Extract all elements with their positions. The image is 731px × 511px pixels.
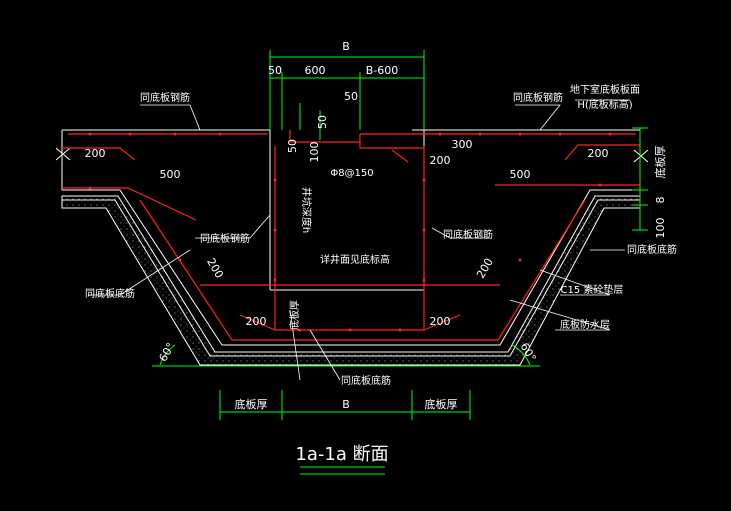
dimension-text: B 50 600 B-600 50 50 100 50 底板厚 8 100 底板… bbox=[235, 40, 668, 411]
len-200-tr: 200 bbox=[588, 147, 609, 160]
label-slab-h: H(底板标高) bbox=[577, 98, 632, 111]
leader-lines bbox=[88, 99, 630, 381]
dim-50-side: 50 bbox=[286, 139, 299, 153]
len-200-bl: 200 bbox=[246, 315, 267, 328]
dim-right-8: 8 bbox=[654, 197, 667, 204]
label-top-rebar-left: 同底板钢筋 bbox=[140, 91, 190, 104]
dim-600: 600 bbox=[305, 64, 326, 77]
dimension-lines bbox=[152, 50, 648, 475]
dim-b-minus-600: B-600 bbox=[366, 64, 399, 77]
len-200-inner: 200 bbox=[430, 154, 451, 167]
label-bottom-rebar-right: 同底板底筋 bbox=[627, 243, 677, 256]
bar-lengths: 200 500 200 500 300 200 200 200 200 200 … bbox=[85, 138, 609, 364]
label-bottom-rebar-left: 同底板底筋 bbox=[85, 287, 135, 300]
dim-bottom-right: 底板厚 bbox=[425, 397, 458, 411]
dim-50-right: 50 bbox=[316, 115, 329, 129]
labels: Φ8@150 同底板钢筋 同底板钢筋 地下室底板板面 H(底板标高) 同底板钢筋… bbox=[85, 83, 677, 387]
dim-bottom-left: 底板厚 bbox=[235, 397, 268, 411]
len-500-l: 500 bbox=[160, 168, 181, 181]
angle-left: 60° bbox=[156, 341, 177, 364]
label-pit-bottom-level: 详井面见底标高 bbox=[320, 253, 390, 266]
dim-bottom-b: B bbox=[342, 398, 350, 411]
label-cushion: C15 素砼垫层 bbox=[561, 283, 624, 296]
label-top-rebar-right: 同底板钢筋 bbox=[513, 91, 563, 104]
len-500-r: 500 bbox=[510, 168, 531, 181]
label-side-rebar-left: 同底板钢筋 bbox=[200, 232, 250, 245]
rebar-lines bbox=[62, 130, 640, 341]
dim-right-thk: 底板厚 bbox=[653, 146, 667, 179]
label-slab-top: 地下室底板板面 bbox=[570, 83, 640, 96]
label-waterproof: 底板防水层 bbox=[560, 318, 610, 331]
label-tie-bar: Φ8@150 bbox=[330, 168, 373, 179]
len-200-br: 200 bbox=[430, 315, 451, 328]
rebar-dots bbox=[88, 132, 612, 332]
len-200-sr: 200 bbox=[474, 256, 496, 281]
dim-50-upper: 50 bbox=[344, 90, 358, 103]
label-slab-thk-center: 底板厚 bbox=[288, 300, 301, 330]
len-200-sl: 200 bbox=[204, 256, 226, 281]
len-200-tl: 200 bbox=[85, 147, 106, 160]
dim-50-left: 50 bbox=[268, 64, 282, 77]
label-pit-depth: 井坑深度h bbox=[300, 187, 313, 233]
len-300: 300 bbox=[452, 138, 473, 151]
label-side-rebar-right: 同底板钢筋 bbox=[443, 228, 493, 241]
dim-b-top: B bbox=[342, 40, 350, 53]
dim-100: 100 bbox=[308, 142, 321, 163]
section-title: 1a-1a 断面 bbox=[295, 444, 388, 465]
dim-right-100: 100 bbox=[654, 218, 667, 239]
label-bottom-rebar-center: 同底板底筋 bbox=[341, 374, 391, 387]
